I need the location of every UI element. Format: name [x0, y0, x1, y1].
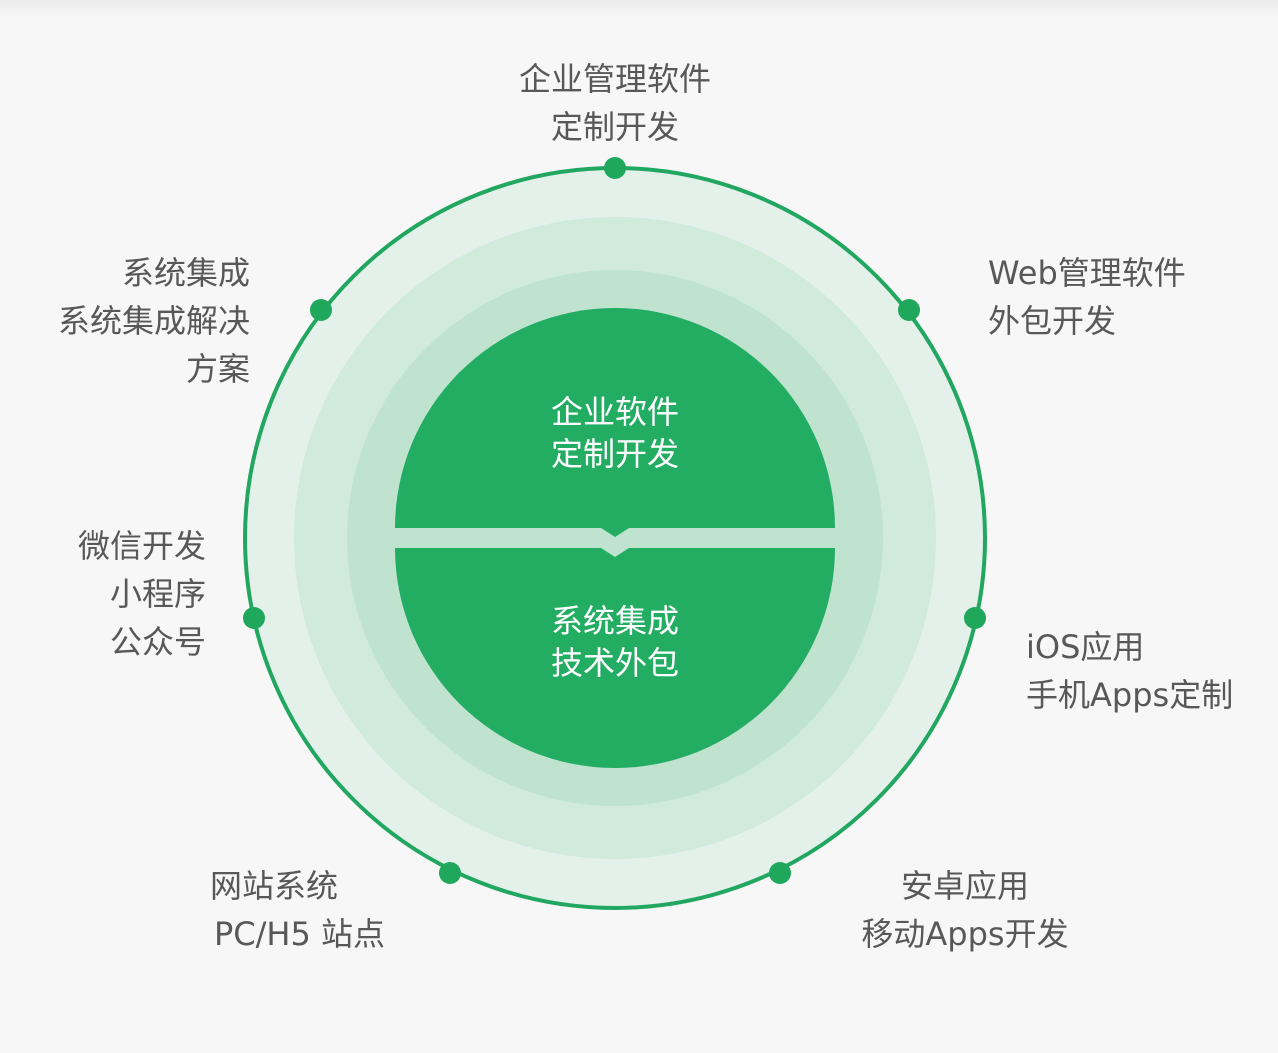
ring-dot-right	[964, 607, 986, 629]
core-bottom-text: 系统集成 技术外包	[465, 600, 765, 684]
label-lower-right-line-1: 安卓应用	[900, 867, 1029, 905]
ring-dot-upper-right	[898, 299, 920, 321]
core-top-text: 企业软件 定制开发	[465, 391, 765, 475]
label-upper-left-line-1: 系统集成	[121, 254, 250, 292]
label-right: iOS应用 手机Apps定制	[1026, 623, 1233, 719]
core-bottom-line-2: 技术外包	[550, 644, 679, 682]
ring-dot-upper-left	[310, 299, 332, 321]
label-left-line-2: 小程序	[109, 575, 206, 613]
label-upper-right: Web管理软件 外包开发	[988, 249, 1186, 345]
label-upper-left-line-2: 系统集成解决	[57, 302, 250, 340]
label-top: 企业管理软件 定制开发	[495, 55, 735, 151]
label-lower-right-line-2: 移动Apps开发	[861, 915, 1069, 953]
label-top-line-1: 企业管理软件	[518, 60, 711, 98]
core-bottom-line-1: 系统集成	[550, 602, 679, 640]
core-bottom-half	[395, 548, 835, 768]
label-lower-right: 安卓应用 移动Apps开发	[845, 862, 1085, 958]
label-lower-left: 网站系统 PC/H5 站点	[210, 862, 385, 958]
label-lower-left-line-2: PC/H5 站点	[214, 915, 386, 953]
ring-dot-lower-left	[439, 862, 461, 884]
ring-dot-left	[243, 607, 265, 629]
label-upper-right-line-1: Web管理软件	[988, 254, 1186, 292]
label-upper-left-line-3: 方案	[185, 350, 250, 388]
label-right-line-2: 手机Apps定制	[1026, 676, 1234, 714]
core-top-line-2: 定制开发	[550, 435, 679, 473]
label-left: 微信开发 小程序 公众号	[40, 522, 206, 666]
label-left-line-3: 公众号	[109, 623, 206, 661]
top-shadow	[0, 0, 1278, 18]
ring-dot-top	[604, 157, 626, 179]
label-left-line-1: 微信开发	[77, 527, 206, 565]
label-upper-left: 系统集成 系统集成解决 方案	[40, 249, 250, 393]
label-upper-right-line-2: 外包开发	[988, 302, 1117, 340]
core-top-line-1: 企业软件	[550, 393, 679, 431]
label-right-line-1: iOS应用	[1026, 628, 1145, 666]
core-top-half	[395, 308, 835, 537]
label-top-line-2: 定制开发	[550, 108, 679, 146]
label-lower-left-line-1: 网站系统	[210, 867, 339, 905]
ring-dot-lower-right	[769, 862, 791, 884]
